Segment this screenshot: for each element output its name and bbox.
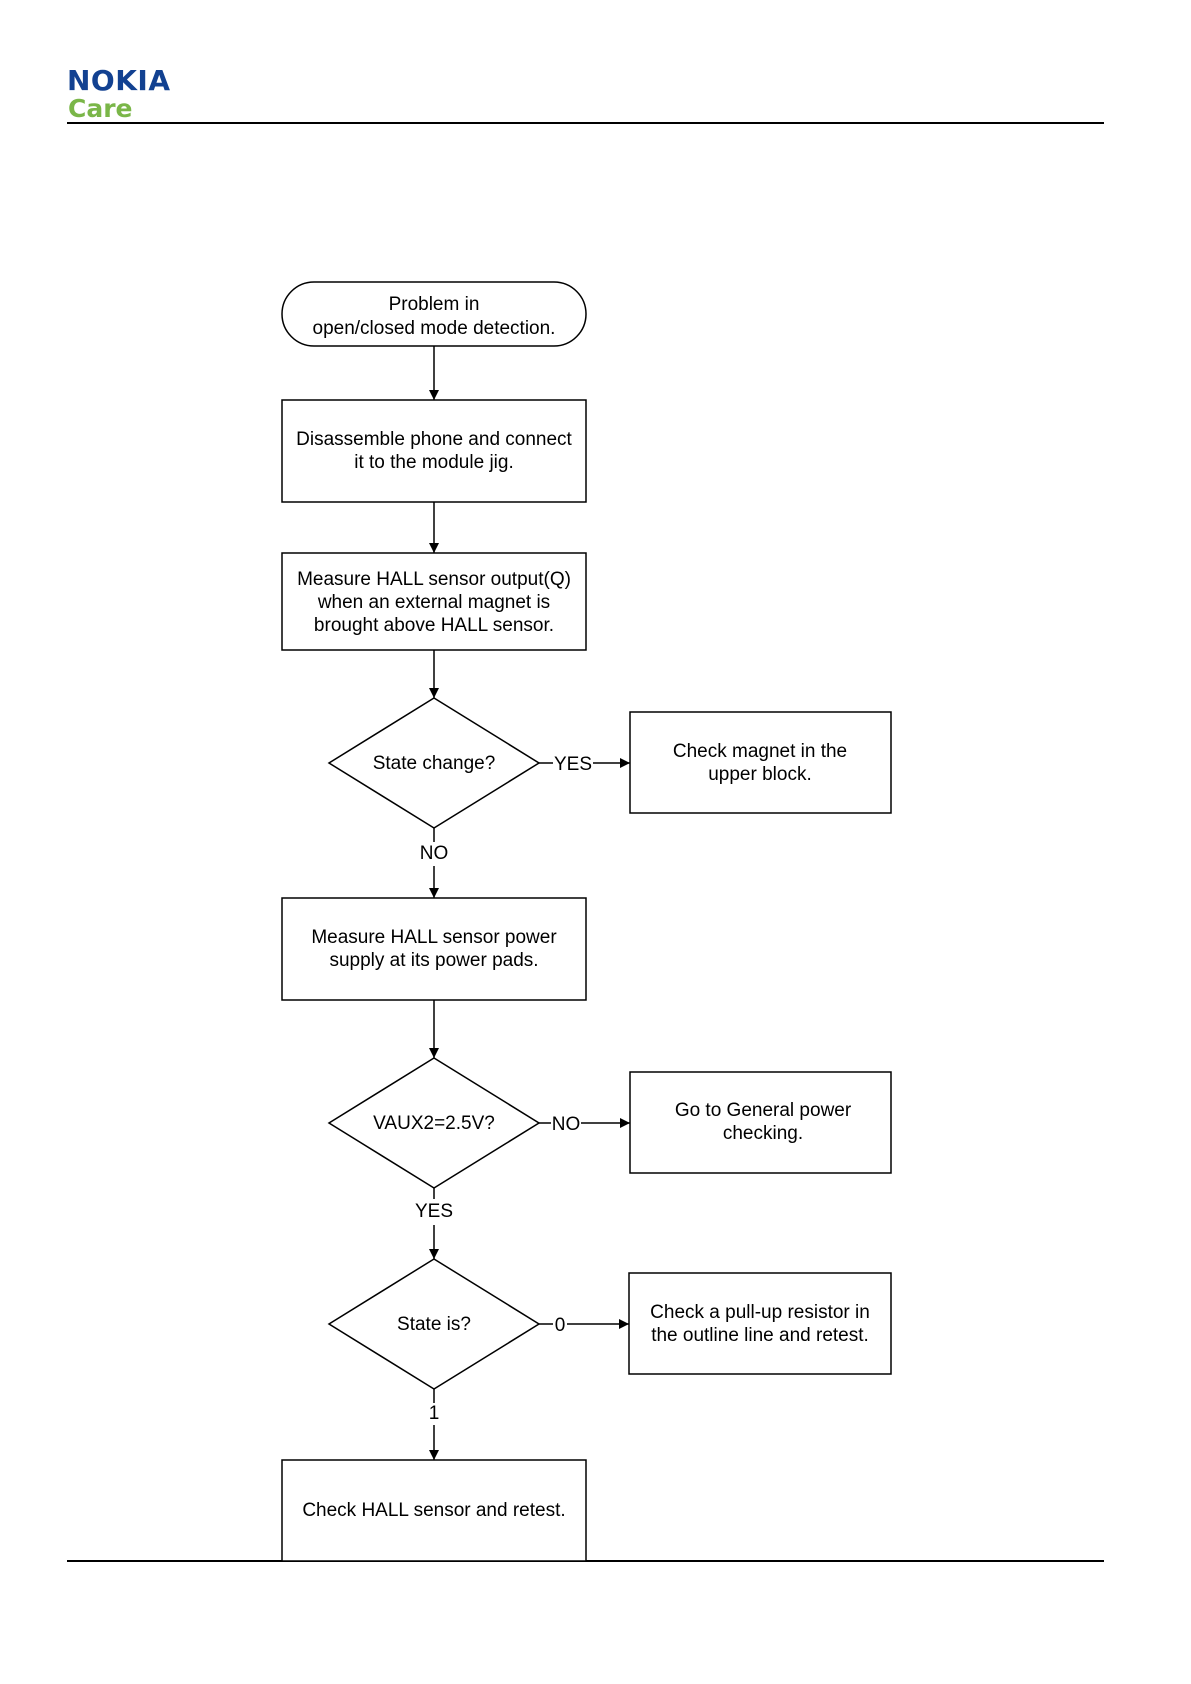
decision2-no-label: NO: [552, 1114, 581, 1135]
result2-line-1: Go to General power: [675, 1100, 852, 1121]
step-measure-output: Measure HALL sensor output(Q) when an ex…: [281, 552, 587, 651]
decision3-zero-label: 0: [555, 1315, 566, 1336]
result1-line-1: Check magnet in the: [673, 741, 847, 762]
result3-line-1: Check a pull-up resistor in: [650, 1302, 870, 1323]
decision3-one-label: 1: [429, 1403, 440, 1424]
step3-line-2: supply at its power pads.: [329, 950, 538, 971]
result-check-magnet: Check magnet in the upper block.: [629, 711, 892, 814]
nokia-care-logo: NOKIA Care: [67, 66, 207, 124]
decision1-yes-label: YES: [554, 754, 592, 775]
step1-line-1: Disassemble phone and connect: [296, 429, 572, 450]
result-pullup-resistor: Check a pull-up resistor in the outline …: [628, 1272, 892, 1375]
step2-line-3: brought above HALL sensor.: [314, 615, 554, 636]
step2-line-1: Measure HALL sensor output(Q): [297, 569, 571, 590]
end-line-1: Check HALL sensor and retest.: [302, 1500, 565, 1521]
step2-line-2: when an external magnet is: [317, 592, 550, 613]
result2-line-2: checking.: [723, 1123, 803, 1144]
decision-state-is: State is?: [327, 1258, 541, 1390]
step-measure-power: Measure HALL sensor power supply at its …: [281, 897, 587, 1001]
decision-state-change: State change?: [327, 697, 541, 829]
start-line-2: open/closed mode detection.: [313, 318, 556, 339]
result3-line-2: the outline line and retest.: [651, 1325, 869, 1346]
step3-line-1: Measure HALL sensor power: [311, 927, 557, 948]
decision2-yes-label: YES: [415, 1201, 453, 1222]
logo-sub: Care: [68, 94, 133, 123]
header-rule: [67, 122, 1104, 124]
step-check-hall-sensor: Check HALL sensor and retest.: [281, 1459, 587, 1562]
decision1-no-label: NO: [420, 843, 449, 864]
step-disassemble: Disassemble phone and connect it to the …: [281, 399, 587, 503]
result1-line-2: upper block.: [708, 764, 812, 785]
result-general-power: Go to General power checking.: [629, 1071, 892, 1174]
logo-word: NOKIA: [67, 64, 171, 97]
decision3-label: State is?: [397, 1314, 471, 1335]
start-terminator: Problem in open/closed mode detection.: [281, 281, 587, 347]
decision-vaux2: VAUX2=2.5V?: [327, 1057, 541, 1189]
decision1-label: State change?: [373, 753, 496, 774]
start-line-1: Problem in: [389, 294, 480, 315]
decision2-label: VAUX2=2.5V?: [373, 1113, 495, 1134]
step1-line-2: it to the module jig.: [354, 452, 513, 473]
